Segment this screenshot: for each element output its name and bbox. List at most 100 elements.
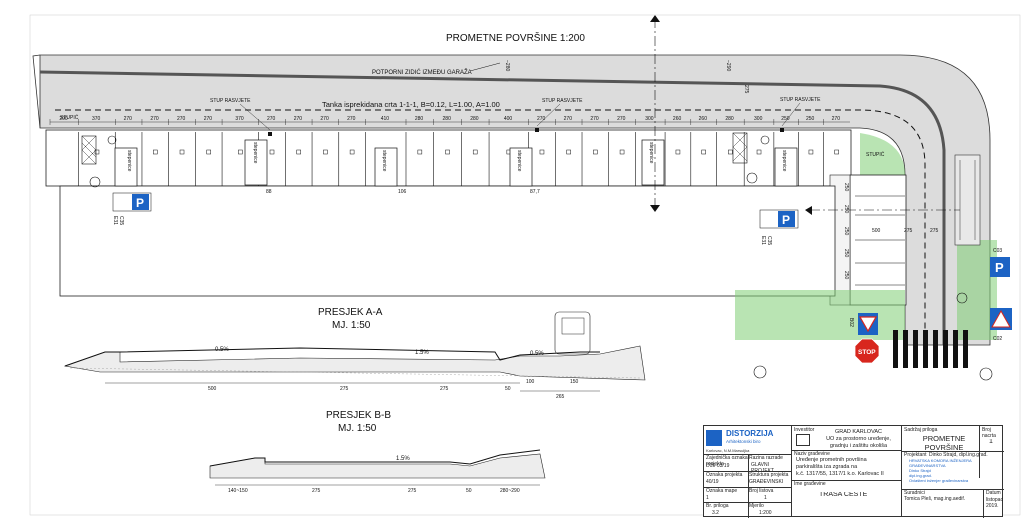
location-value: TRASA CESTE	[819, 492, 868, 498]
dashed-lane-line	[55, 109, 926, 340]
svg-text:275: 275	[440, 386, 449, 392]
scale-value: 1:200	[759, 510, 772, 516]
right-dim-2: 275	[904, 228, 913, 234]
light-pole-label-3: STUP RASVJETE	[780, 97, 821, 103]
stairs-block-5: stepenice	[641, 139, 665, 186]
map-label: Oznaka mape	[706, 488, 738, 494]
section-bb-scale: MJ. 1:50	[338, 423, 377, 434]
investor-logo	[796, 434, 810, 446]
road-center-line	[39, 70, 946, 345]
spot-dimension-label: 370	[92, 116, 101, 122]
svg-text:275: 275	[408, 488, 417, 494]
spot-dimension-label: 270	[832, 116, 841, 122]
light-pole-2	[535, 128, 539, 132]
parking-stop-block	[417, 149, 423, 155]
sign-code-2: E31	[112, 216, 118, 225]
spot-dimension-label: 270	[294, 116, 303, 122]
right-vertical-dim-label: 250	[843, 249, 849, 258]
section-aa-dimensions: 500 275 275 50 100 150 265	[105, 379, 600, 400]
spot-dimension-label: 280	[725, 116, 734, 122]
section-aa-slope-1: 0.5%	[215, 347, 229, 353]
level-mark-4: −280	[504, 60, 510, 71]
svg-text:P: P	[995, 260, 1004, 275]
sign-code-7: C02	[993, 336, 1002, 342]
warning-sign: C02	[990, 308, 1012, 342]
parking-stop-block	[349, 149, 355, 155]
right-dim-3: 275	[930, 228, 939, 234]
section-aa-slope-3: 0.5%	[530, 351, 544, 357]
section-bb-title: PRESJEK B-B	[326, 410, 391, 421]
company-subtitle: Arhitektonski biro	[726, 439, 761, 444]
spot-dimension-label: 400	[504, 116, 513, 122]
green-area-bottom	[735, 290, 905, 340]
location-label: Ime građevine	[794, 481, 826, 487]
spot-dimension-label: 300	[645, 116, 654, 122]
parking-sign-2: P C35 E31	[759, 209, 799, 245]
designer-value: Dinko Štrajd, dipl.ing.građ.	[929, 452, 988, 458]
hatched-block-2	[732, 132, 748, 164]
assistant-value: Tomica Pleš, mag.ing.aedif.	[904, 496, 966, 502]
svg-text:500: 500	[208, 386, 217, 392]
section-aa-slope-2: 1.5%	[415, 350, 429, 356]
section-bb-profile	[209, 449, 546, 479]
parking-stop-block	[179, 149, 185, 155]
spot-dimension-label: 270	[150, 116, 159, 122]
section-aa-profile	[63, 311, 646, 381]
svg-text:100: 100	[526, 379, 535, 385]
spot-dimension-label: 370	[235, 116, 244, 122]
map-value: 1	[706, 495, 709, 501]
svg-text:50: 50	[466, 488, 472, 494]
spot-dimension-label: 260	[699, 116, 708, 122]
level-mark-5: −290	[725, 60, 731, 71]
parking-stop-block	[566, 149, 571, 155]
level-mark-3: 87,7	[530, 189, 540, 195]
spot-dimension-label: 270	[204, 116, 213, 122]
svg-text:P: P	[782, 213, 790, 227]
yield-sign: B02	[848, 313, 878, 335]
parking-stop-block	[701, 149, 706, 155]
investor-label: Investitor	[794, 427, 815, 433]
bollard-label-1: STUPIĆ	[60, 114, 79, 121]
project-no-label: Oznaka projekta	[706, 472, 743, 478]
plan-title: PROMETNE POVRŠINE 1:200	[446, 31, 585, 44]
company-logo: DISTORZIJA Arhitektonski biro Karlovac, …	[706, 428, 788, 454]
spot-dimension-label: 280	[470, 116, 479, 122]
spot-dimension-label: 300	[754, 116, 763, 122]
stairs-block-6: stepenice	[774, 147, 798, 187]
parking-stop-block	[153, 149, 158, 155]
spot-dimension-label: 270	[590, 116, 599, 122]
level-mark-2: 106	[398, 189, 407, 195]
company-address: Karlovac, N.M.Marsuljka	[706, 448, 750, 453]
svg-text:50: 50	[505, 386, 511, 392]
section-aa-scale: MJ. 1:50	[332, 320, 371, 331]
sheet-no-label: Broj nacrta	[982, 427, 996, 439]
lower-lot	[59, 185, 836, 297]
sign-code-1: C35	[118, 216, 124, 225]
section-bb-slope-1: 1.5%	[396, 456, 410, 462]
stairs-block-4: stepenice	[509, 147, 533, 187]
light-pole-1	[268, 132, 272, 136]
light-pole-label-2: STUP RASVJETE	[542, 98, 583, 104]
right-dim-1: 500	[872, 228, 881, 234]
spot-dimension-label: 270	[564, 116, 573, 122]
svg-text:stepenice: stepenice	[516, 150, 522, 172]
spot-dimension-label: 270	[267, 116, 276, 122]
stairs-block-3: stepenice	[374, 147, 398, 187]
date-value: listopad 2019.	[986, 497, 1004, 509]
right-vertical-dim-label: 250	[843, 227, 849, 236]
parking-stop-block	[675, 149, 681, 155]
spot-dimension-label: 290	[59, 116, 68, 122]
investor-value: GRAD KARLOVAC UO za prostorno uređenje, …	[826, 429, 891, 449]
light-pole-3	[780, 128, 784, 132]
spot-dimension-label: 270	[537, 116, 546, 122]
sign-code-4: E31	[760, 236, 766, 245]
spot-dimension-label: 270	[347, 116, 356, 122]
svg-text:stepenice: stepenice	[252, 142, 258, 164]
disabled-parking-icon-2	[760, 135, 770, 145]
company-name: DISTORZIJA	[726, 429, 774, 438]
section-cut-b-marker	[650, 15, 660, 212]
sheet-label: Br. priloga	[706, 503, 729, 509]
spot-dimension-label: 270	[124, 116, 133, 122]
svg-text:140~150: 140~150	[228, 488, 248, 494]
